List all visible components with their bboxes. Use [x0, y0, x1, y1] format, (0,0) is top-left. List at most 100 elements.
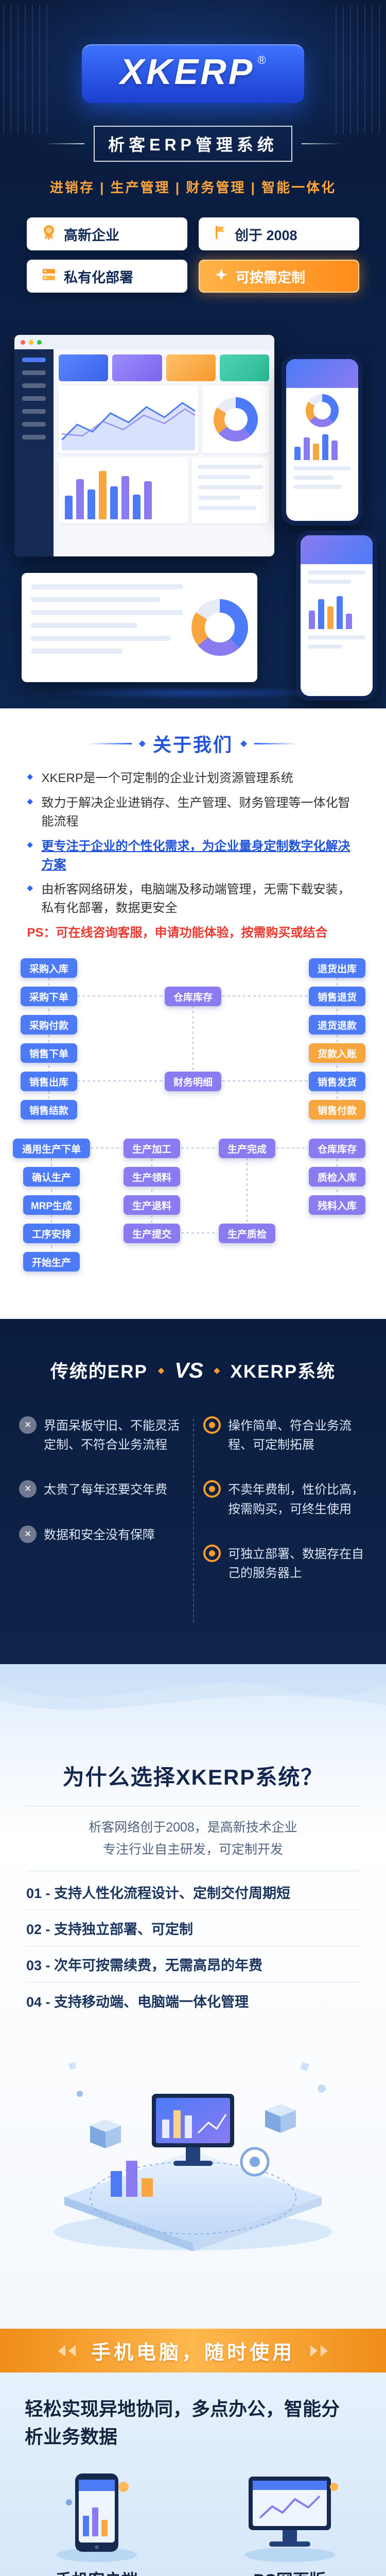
vs-left-column: ✕ 界面呆板守旧、不能灵活定制、不符合业务流程 ✕ 太贵了每年还要交年费 ✕ 数… [19, 1416, 183, 1608]
right-tech-pattern [336, 5, 383, 134]
bar-chart [59, 457, 188, 523]
badge-label: 私有化部署 [64, 269, 133, 285]
flow-node: 采购付款 [21, 1015, 77, 1035]
wave-decor [0, 1664, 386, 1710]
decor-line-right [301, 143, 342, 144]
stat-card [166, 354, 216, 381]
window-dot-red [21, 340, 25, 345]
cross-icon: ✕ [19, 1480, 37, 1498]
donut-chart [202, 385, 269, 453]
flow-node: 销售下单 [21, 1043, 77, 1063]
about-section: ◆ 关于我们 ◆ ◆ XKERP是一个可定制的企业计划资源管理系统 ◆ 致力于解… [0, 708, 386, 943]
badge-founded: 创于 2008 [199, 217, 359, 250]
bullet-icon: ◆ [27, 772, 33, 781]
page-subtitle: 析客ERP管理系统 [94, 126, 292, 162]
comparison-section: 传统的ERP ◆ VS ◆ XKERP系统 ✕ 界面呆板守旧、不能灵活定制、不符… [0, 1319, 386, 1664]
medal-icon [41, 224, 57, 244]
dashboard-sidebar [14, 349, 54, 556]
flow-node: MRP生成 [23, 1195, 80, 1215]
data-table [192, 457, 269, 523]
flow-node: 生产完成 [219, 1139, 275, 1158]
badge-label: 创于 2008 [235, 227, 297, 243]
about-item: ◆ 由析客网络研发，电脑端及移动端管理，无需下载安装，私有化部署，数据更安全 [27, 880, 359, 918]
vs-divider [193, 1418, 194, 1622]
banner-section: 手机电脑，随时使用 [0, 2329, 386, 2372]
vs-pro-item: 操作简单、符合业务流程、可定制拓展 [203, 1416, 367, 1454]
vs-con-item: ✕ 数据和安全没有保障 [19, 1525, 183, 1545]
diamond-icon: ◆ [240, 738, 248, 748]
vs-label: VS [174, 1358, 204, 1382]
about-item-text: 致力于解决企业进销存、生产管理、财务管理等一体化智能流程 [41, 796, 350, 828]
title-line-right [254, 742, 298, 744]
bullet-icon: ◆ [27, 840, 33, 849]
about-item: ◆ 致力于解决企业进销存、生产管理、财务管理等一体化智能流程 [27, 794, 359, 831]
phone-screenshot-1 [282, 354, 363, 526]
window-dot-yellow [29, 340, 33, 345]
flow-node: 退货退款 [309, 1015, 365, 1035]
dashboard-main [54, 349, 274, 556]
cross-icon: ✕ [19, 1416, 37, 1434]
feature-badges: 高新企业 创于 2008 私有化部署 可按需定制 [27, 217, 359, 293]
why-item: 03 - 次年可按需续费，无需高昂的年费 [26, 1946, 360, 1982]
vs-columns: ✕ 界面呆板守旧、不能灵活定制、不符合业务流程 ✕ 太贵了每年还要交年费 ✕ 数… [19, 1416, 367, 1622]
flow-node: 生产提交 [124, 1224, 180, 1243]
badge-label: 可按需定制 [236, 269, 305, 285]
stat-card [219, 354, 269, 381]
vs-con-text: 太贵了每年还要交年费 [44, 1483, 167, 1497]
window-dot-green [37, 340, 42, 345]
vs-con-item: ✕ 太贵了每年还要交年费 [19, 1480, 183, 1499]
flow-node: 确认生产 [23, 1167, 80, 1187]
why-item: 02 - 支持独立部署、可定制 [26, 1910, 360, 1946]
why-item: 04 - 支持移动端、电脑端一体化管理 [26, 1994, 249, 2010]
diamond-icon: ◆ [138, 738, 146, 748]
diamond-icon: ◆ [214, 1366, 220, 1375]
vs-con-text: 界面呆板守旧、不能灵活定制、不符合业务流程 [44, 1419, 180, 1452]
flow-node: 工序安排 [23, 1224, 80, 1243]
sparkle-icon [214, 267, 229, 285]
left-tech-pattern [3, 5, 50, 134]
badge-label: 高新企业 [64, 227, 119, 243]
vs-right-column: 操作简单、符合业务流程、可定制拓展 不卖年费制，性价比高，按需购买，可终生使用 … [203, 1416, 367, 1608]
window-titlebar [14, 335, 274, 349]
flow-node: 残料入库 [309, 1195, 365, 1215]
flow-node: 仓库库存 [309, 1139, 365, 1158]
why-item: 01 - 支持人性化流程设计、定制交付周期短 [26, 1874, 360, 1910]
ps-note: PS：可在线咨询客服，申请功能体验，按需购买或结合XKERP按需定制 [27, 926, 328, 940]
flow-node: 采购入库 [21, 958, 77, 978]
badge-private-deploy: 私有化部署 [27, 260, 187, 293]
flow-node: 销售发货 [309, 1072, 365, 1091]
flow-node: 开始生产 [23, 1252, 80, 1272]
vs-pro-item: 不卖年费制，性价比高，按需购买，可终生使用 [203, 1480, 367, 1518]
flow-node: 通用生产下单 [13, 1139, 90, 1158]
registered-mark: ® [257, 54, 266, 66]
bullet-icon: ◆ [27, 797, 33, 806]
vs-right-title: XKERP系统 [230, 1362, 336, 1382]
why-list: 01 - 支持人性化流程设计、定制交付周期短 02 - 支持独立部署、可定制 0… [26, 1874, 360, 2019]
vs-pro-text: 操作简单、符合业务流程、可定制拓展 [228, 1419, 352, 1452]
flow-node: 货款入账 [309, 1043, 365, 1063]
vs-left-title: 传统的ERP [50, 1362, 148, 1382]
mobile-client-label: 手机客户端 [0, 2567, 193, 2576]
vs-pro-text: 可独立部署、数据存在自己的服务器上 [228, 1547, 364, 1580]
about-item: ◆ XKERP是一个可定制的企业计划资源管理系统 [27, 769, 359, 788]
stat-card [59, 354, 109, 381]
flow-node: 销售付款 [309, 1100, 365, 1120]
cross-icon: ✕ [19, 1525, 37, 1543]
badge-hightech: 高新企业 [27, 217, 187, 250]
clients-section: 轻松实现异地协同，多点办公，智能分析业务数据 [0, 2372, 386, 2576]
about-list: ◆ XKERP是一个可定制的企业计划资源管理系统 ◆ 致力于解决企业进销存、生产… [27, 769, 359, 918]
about-title-text: 关于我们 [152, 734, 233, 755]
title-line-left [88, 742, 132, 744]
stat-card [112, 354, 162, 381]
pc-web-label: PC网页版 [193, 2567, 386, 2576]
flow-node: 销售退货 [309, 987, 365, 1006]
bullet-icon: ◆ [27, 884, 33, 892]
flow-node: 采购下单 [21, 987, 77, 1006]
target-icon [203, 1544, 221, 1562]
diamond-icon: ◆ [157, 1366, 165, 1375]
header-section: XKERP ® 析客ERP管理系统 进销存 | 生产管理 | 财务管理 | 智能… [0, 0, 386, 708]
about-item-text: XKERP是一个可定制的企业计划资源管理系统 [41, 771, 293, 785]
about-item-text: 由析客网络研发，电脑端及移动端管理，无需下载安装，私有化部署，数据更安全 [41, 883, 350, 915]
subtitle-frame: 析客ERP管理系统 [0, 126, 386, 162]
logo-box: XKERP ® [82, 44, 304, 103]
